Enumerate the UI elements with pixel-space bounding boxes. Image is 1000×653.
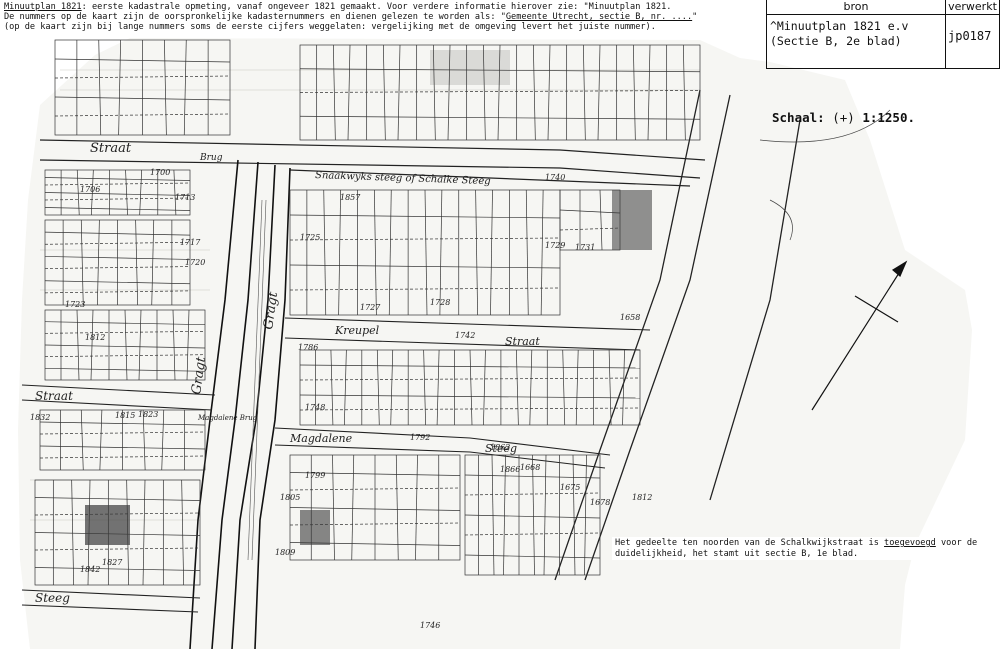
parcel-number: 1727 (360, 303, 381, 312)
parcel-number: 1832 (30, 413, 50, 422)
street-magdalene (274, 427, 611, 469)
header-line2-pre: De nummers op de kaart zijn de oorspronk… (4, 12, 506, 23)
label-gragt-left: Gragt (189, 355, 209, 395)
header-line1: : eerste kadastrale opmeting, vanaf onge… (81, 2, 672, 12)
parcel-numbers: 1706 1713 1717 1720 1723 1725 1727 1728 1729 1731… (30, 168, 652, 630)
street-labels: Straat Brug Snaakwyks steeg of Schalke S… (35, 141, 540, 605)
parcel-number: 1815 (115, 411, 135, 420)
bottom-note-underlined: toegevoegd (884, 538, 936, 548)
label-straat-mid: Straat (505, 335, 540, 348)
parcel-number: 1740 (545, 173, 565, 182)
meta-cell-verwerkt: jp0187 (945, 14, 1000, 69)
parcel-grid (34, 39, 701, 586)
label-bridge-mid: Magdalene Brug (197, 414, 258, 422)
parcel-number: 1731 (575, 243, 595, 252)
label-steeg-bottom: Steeg (35, 591, 70, 605)
parcel-number: 1729 (545, 241, 565, 250)
scale-label: Schaal: (+) 1:1250. (772, 110, 915, 125)
parcel-number: 1720 (185, 258, 205, 267)
parcel-number: 1678 (590, 498, 610, 507)
header-line2-ref: Gemeente Utrecht, sectie B, nr. .... (505, 12, 693, 23)
parcel-number: 1812 (85, 333, 105, 342)
road-east (554, 89, 801, 581)
parcel-number: 1706 (80, 185, 100, 194)
header-title: Minuutplan 1821 (4, 2, 82, 12)
canal-hatching (247, 199, 267, 561)
bron-line1: ^Minuutplan 1821 e.v (770, 19, 909, 33)
parcel-number: 1827 (102, 558, 123, 567)
parcel-number: 1658 (620, 313, 640, 322)
parcel-number: 1842 (80, 565, 100, 574)
parcel-number: 1862 (490, 443, 510, 452)
meta-header-verwerkt: verwerkt (945, 0, 1000, 15)
scale-value: 1:1250. (862, 110, 916, 125)
field-lines (759, 109, 891, 241)
parcel-number: 1746 (420, 621, 440, 630)
label-straat-left: Straat (35, 389, 73, 403)
label-steeg-mid: Steeg (485, 442, 517, 455)
parcel-number: 1805 (280, 493, 300, 502)
parcel-number: 1723 (65, 300, 85, 309)
label-straat-top: Straat (90, 141, 132, 156)
bottom-note-pre: Het gedeelte ten noorden van de Schalkwi… (615, 538, 885, 548)
parcel-number: 1748 (305, 403, 325, 412)
north-arrow-icon (811, 260, 908, 411)
parcel-number: 1675 (560, 483, 580, 492)
parcel-number: 1700 (150, 168, 170, 177)
parcel-number: 1742 (455, 331, 475, 340)
label-magdalene: Magdalene (289, 432, 353, 445)
parcel-number: 1713 (175, 193, 195, 202)
label-kreupel: Kreupel (334, 324, 380, 337)
parcel-number: 1792 (410, 433, 430, 442)
street-top (39, 139, 706, 187)
bron-line2: (Sectie B, 2e blad) (770, 34, 902, 48)
parcel-number: 1728 (430, 298, 450, 307)
bottom-note-post: voor de duidelijkheid, het stamt uit sec… (615, 538, 978, 559)
label-gragt-right: Gragt (261, 290, 281, 330)
meta-table: bron verwerkt ^Minuutplan 1821 e.v (Sect… (766, 0, 1000, 69)
parcel-number: 1823 (138, 410, 158, 419)
canal-gragt (189, 159, 291, 650)
parcel-number: 1857 (340, 193, 361, 202)
header-line3: (op de kaart zijn bij lange nummers soms… (4, 22, 656, 33)
parcel-number: 1668 (520, 463, 540, 472)
label-bridge-top: Brug (199, 153, 223, 163)
meta-header-bron: bron (766, 0, 946, 15)
header-note: Minuutplan 1821: eerste kadastrale opmet… (4, 2, 759, 33)
bottom-note: Het gedeelte ten noorden van de Schalkwi… (612, 537, 998, 560)
dark-buildings (85, 50, 652, 545)
parcel-number: 1799 (305, 471, 325, 480)
parcel-number: 1786 (298, 343, 318, 352)
scale-text: Schaal: (772, 110, 825, 125)
parcel-number: 1725 (300, 233, 320, 242)
street-left (21, 384, 216, 613)
scale-symbol: (+) (832, 110, 855, 125)
street-kreupel (284, 317, 651, 351)
parcel-number: 1717 (180, 238, 201, 247)
header-line2-post: " (692, 12, 698, 23)
parcel-number: 1809 (275, 548, 295, 557)
meta-cell-bron: ^Minuutplan 1821 e.v (Sectie B, 2e blad) (766, 14, 946, 69)
parcel-number: 1812 (632, 493, 652, 502)
parcel-number: 1866 (500, 465, 520, 474)
